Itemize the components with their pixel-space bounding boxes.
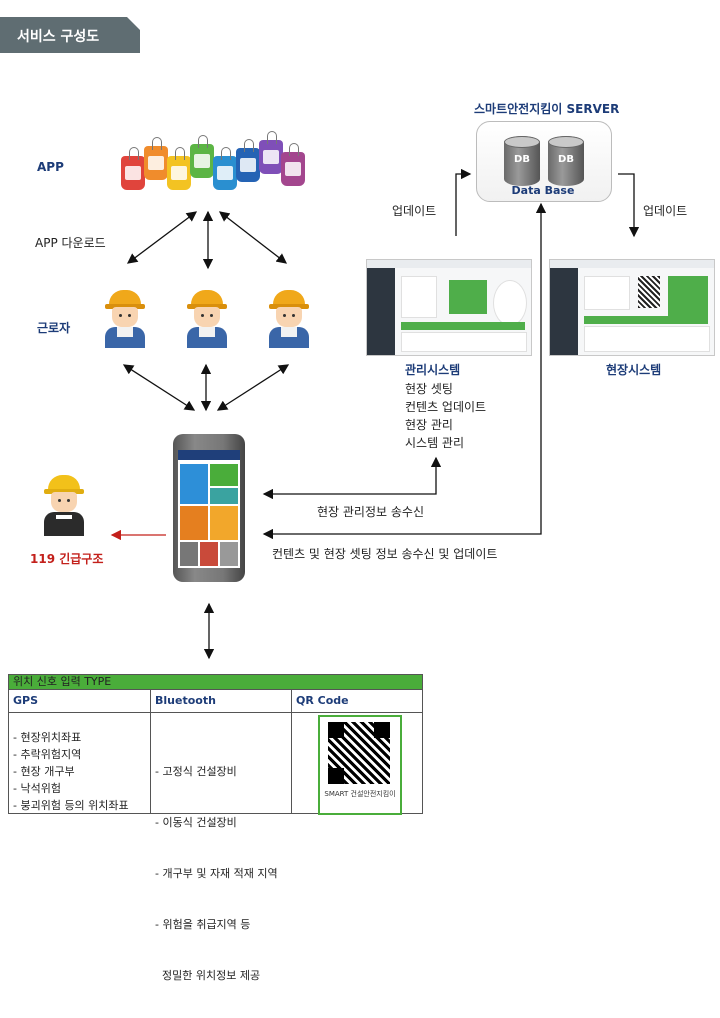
arrow-app-worker-right	[218, 211, 288, 264]
person-tag-icon	[167, 147, 191, 190]
thumbs-up-tag-icon	[236, 139, 260, 182]
worker-figure-center	[183, 290, 231, 348]
app-label: APP	[37, 160, 64, 174]
emergency-label: 119 긴급구조	[30, 552, 104, 566]
admin-function-item: 시스템 관리	[405, 436, 465, 450]
db-label: DB	[558, 154, 574, 165]
db-label: DB	[514, 154, 530, 165]
list-item: - 이동식 건설장비	[155, 816, 237, 829]
database-label: Data Base	[511, 184, 575, 197]
phone-screen	[178, 450, 240, 568]
admin-system-label: 관리시스템	[405, 363, 461, 377]
admin-system-screenshot	[366, 259, 532, 356]
arrow-admin-phone	[262, 456, 442, 500]
column-gps: GPS - 현장위치좌표 - 추락위험지역 - 현장 개구부 - 낙석위험 - …	[9, 690, 151, 813]
database-icon: DB	[504, 136, 540, 186]
qr-brand-label: SMART 건설안전지킴이	[324, 790, 396, 798]
content-transfer-label: 컨텐츠 및 현장 셋팅 정보 송수신 및 업데이트	[272, 547, 498, 561]
page-title: 서비스 구성도	[17, 29, 100, 45]
arrow-admin-server	[455, 168, 472, 236]
server-title: 스마트안전지킴이 SERVER	[474, 102, 620, 116]
list-item: - 낙석위험	[13, 782, 61, 795]
admin-function-item: 현장 관리	[405, 418, 453, 432]
rescue-worker-icon	[40, 475, 90, 537]
worker-figure-right	[265, 290, 313, 348]
worker-figure-left	[101, 290, 149, 348]
site-system-screenshot	[549, 259, 715, 356]
arrow-server-phone	[262, 202, 547, 540]
smartphone-image	[173, 434, 245, 582]
qr-code-image: SMART 건설안전지킴이	[318, 715, 402, 815]
column-qr-code: QR Code	[292, 690, 422, 813]
column-bluetooth: Bluetooth - 고정식 건설장비 - 이동식 건설장비 - 개구부 및 …	[151, 690, 292, 982]
header-bar	[0, 17, 141, 53]
chat-tag-icon	[190, 135, 214, 178]
list-item: - 현장위치좌표	[13, 731, 82, 744]
arrow-worker-phone-right	[216, 364, 290, 411]
site-system-label: 현장시스템	[606, 363, 662, 377]
app-tags	[117, 130, 307, 200]
list-item: - 현장 개구부	[13, 765, 75, 778]
arrow-server-site	[618, 173, 640, 238]
list-item: - 추락위험지역	[13, 748, 82, 761]
arrow-worker-phone-left	[122, 364, 196, 411]
list-item: - 위험을 취급지역 등	[155, 918, 251, 931]
connector-lines	[110, 168, 640, 660]
database-icon: DB	[548, 136, 584, 186]
rss-tag-icon	[144, 137, 168, 180]
admin-function-list: 현장 셋팅 컨텐츠 업데이트 현장 관리 시스템 관리	[405, 380, 486, 452]
share-tag-icon	[259, 131, 283, 174]
list-item: - 고정식 건설장비	[155, 765, 237, 778]
admin-function-item: 현장 셋팅	[405, 382, 453, 396]
app-download-label: APP 다운로드	[35, 236, 106, 250]
table-title: 위치 신호 입력 TYPE	[9, 675, 422, 690]
list-item: - 붕괴위험 등의 위치좌표	[13, 799, 129, 812]
camera-tag-icon	[281, 143, 305, 186]
site-info-transfer-label: 현장 관리정보 송수신	[317, 505, 424, 519]
column-header: GPS	[9, 690, 150, 713]
qr-code-icon	[328, 722, 390, 784]
book-tag-icon	[121, 147, 145, 190]
column-header: Bluetooth	[151, 690, 291, 713]
admin-function-item: 컨텐츠 업데이트	[405, 400, 487, 414]
arrow-app-worker-left	[126, 211, 198, 264]
list-item: 정밀한 위치정보 제공	[155, 969, 261, 982]
update-label-right: 업데이트	[643, 204, 688, 218]
list-item: - 개구부 및 자재 적재 지역	[155, 867, 278, 880]
column-header: QR Code	[292, 690, 422, 713]
worker-label: 근로자	[37, 321, 71, 335]
update-label-left: 업데이트	[392, 204, 437, 218]
handshake-tag-icon	[213, 147, 237, 190]
server-box: DB DB	[476, 121, 612, 202]
